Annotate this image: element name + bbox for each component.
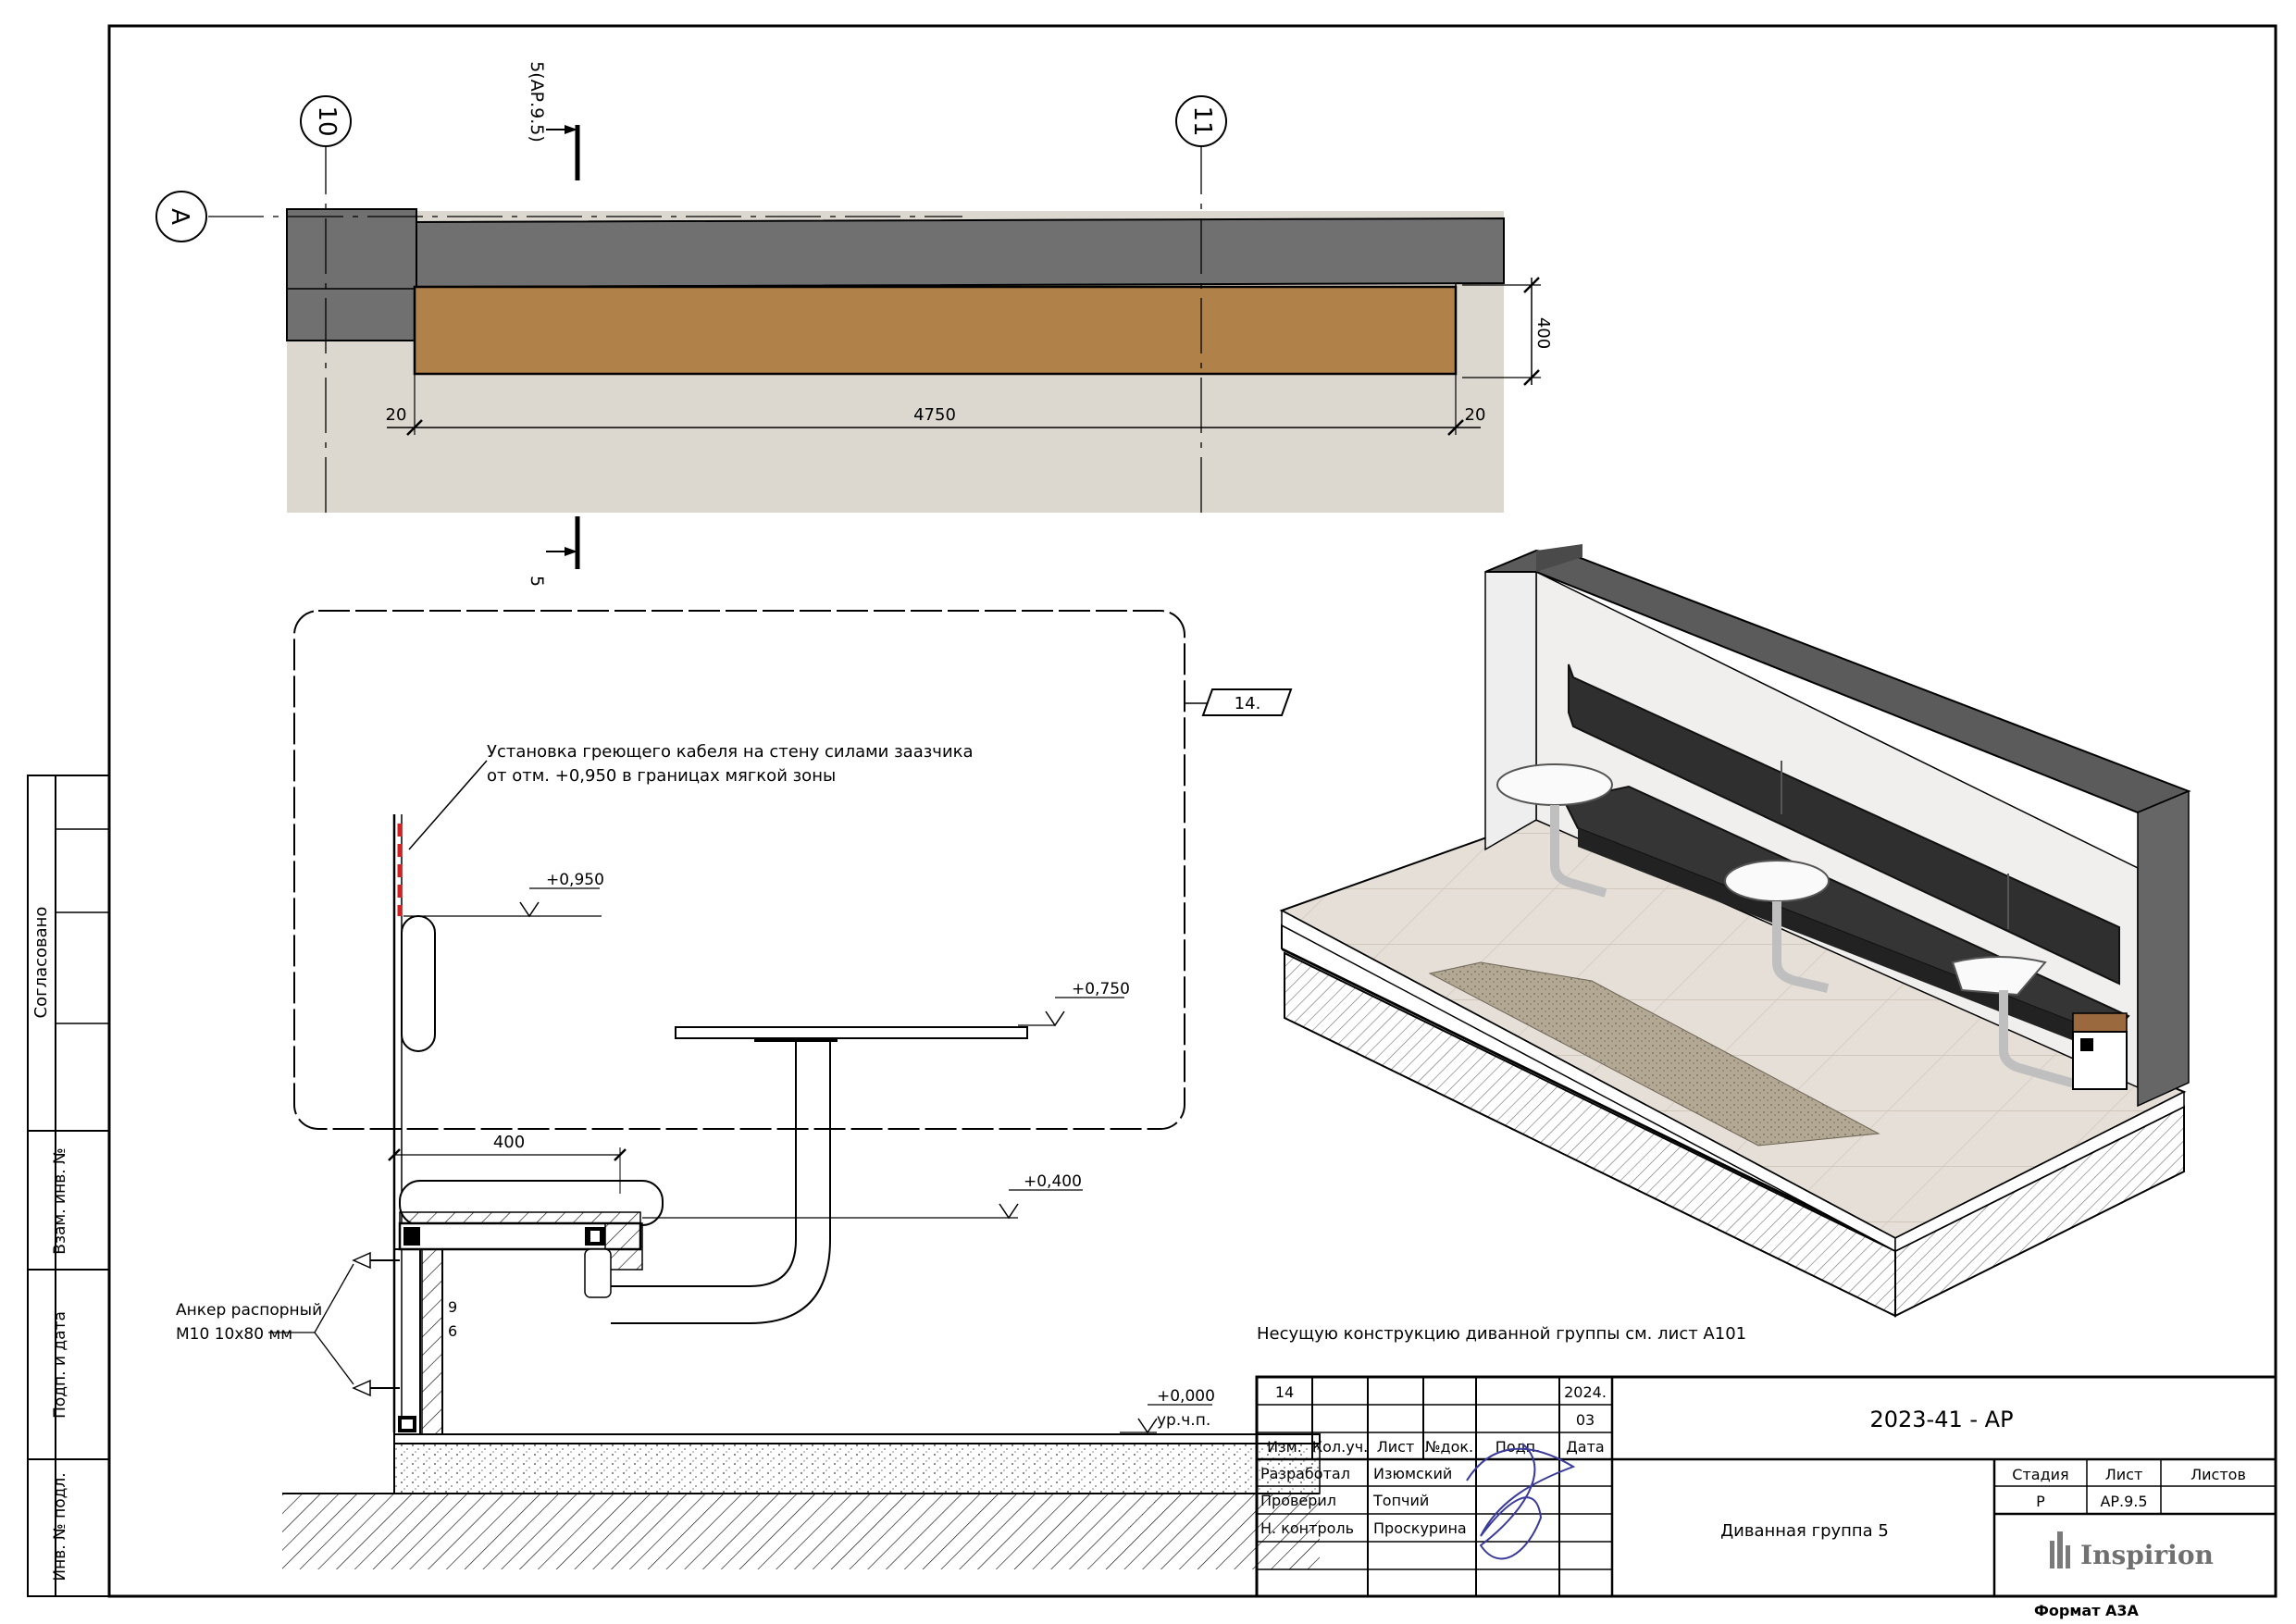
tb-name-1: Изюмский — [1373, 1465, 1452, 1482]
axis-label-a: А — [166, 208, 193, 225]
stamp-vzam: Взам. инв. № — [51, 1147, 69, 1254]
iso-table-1 — [1496, 763, 1613, 806]
dim-6: 6 — [448, 1322, 457, 1340]
tb-project-code: 2023-41 - АР — [1869, 1407, 2013, 1432]
left-stamp: Согласовано Взам. инв. № Подп. и дата Ин… — [27, 775, 110, 1597]
tb-role-3: Н. контроль — [1260, 1519, 1354, 1537]
tb-date-line1: 2024. — [1564, 1383, 1607, 1401]
anchor-note-line2: М10 10х80 мм — [176, 1325, 292, 1344]
section-ref-top: 5(АР.9.5) — [527, 61, 547, 143]
tb-date-line2: 03 — [1576, 1411, 1595, 1429]
table-leg — [611, 1042, 797, 1287]
dim-9: 9 — [448, 1298, 457, 1316]
tb-sheet-label: Лист — [2105, 1466, 2143, 1483]
level-0750: +0,750 — [1072, 980, 1130, 998]
level-0400: +0,400 — [1024, 1172, 1082, 1191]
tb-sheets-label: Листов — [2191, 1466, 2246, 1483]
section-view: 14. Установка греющего кабеля на стену с… — [176, 610, 1321, 1569]
plan-dim-length: 4750 — [913, 405, 956, 425]
iso-table-3 — [1951, 956, 2047, 997]
back-cushions — [1568, 663, 2120, 986]
tb-header-list: Лист — [1377, 1438, 1415, 1456]
tb-role-1: Разработал — [1260, 1465, 1350, 1482]
plan-dim-left: 20 — [386, 405, 407, 425]
iso-table-2 — [1724, 860, 1830, 902]
axis-bubble-10 — [300, 95, 352, 147]
section-ref-bottom: 5 — [527, 576, 547, 587]
tb-stage-value: Р — [2036, 1493, 2045, 1510]
tb-header-kol: Кол.уч. — [1312, 1438, 1368, 1456]
stamp-soglasovano: Согласовано — [31, 907, 51, 1019]
table-top — [675, 1026, 1028, 1039]
tb-sheet-value: АР.9.5 — [2100, 1493, 2147, 1510]
tb-format: Формат А3А — [2034, 1602, 2140, 1619]
plan-view: 10 11 А 5(АР.9.5) 5 20 4750 20 400 — [155, 61, 1553, 587]
floor-finish — [393, 1433, 1321, 1444]
seat-width-dim: 400 — [493, 1133, 525, 1152]
axis-bubble-a — [155, 191, 207, 242]
tb-rev-number: 14 — [1275, 1383, 1294, 1401]
tb-header-data: Дата — [1566, 1438, 1604, 1456]
structure-note: Несущую конструкцию диванной группы см. … — [1257, 1324, 1746, 1344]
revision-cloud — [293, 610, 1185, 1130]
stamp-podp-data: Подп. и дата — [51, 1311, 69, 1419]
revision-tag-label: 14. — [1235, 694, 1261, 713]
level-0000: +0,000 — [1157, 1387, 1215, 1406]
tb-header-doc: №док. — [1425, 1438, 1473, 1456]
stamp-inv: Инв. № подл. — [51, 1472, 69, 1581]
back-cushion — [401, 915, 436, 1052]
plan-dim-right: 20 — [1465, 405, 1486, 425]
signature — [1466, 1443, 1576, 1560]
title-block: 14 2024. 03 Изм. Кол.уч. Лист №док. Подп… — [1255, 1375, 2277, 1619]
tb-sheet-title: Диванная группа 5 — [1720, 1521, 1889, 1541]
tb-name-2: Топчий — [1372, 1492, 1429, 1509]
plan-dim-depth: 400 — [1533, 317, 1553, 349]
axis-label-10: 10 — [313, 105, 341, 136]
floor-slab — [282, 1494, 1320, 1569]
level-0000-sub: ур.ч.п. — [1157, 1411, 1210, 1430]
tb-header-izm: Изм. — [1267, 1438, 1302, 1456]
axis-label-11: 11 — [1188, 105, 1216, 136]
heating-note-line2: от отм. +0,950 в границах мягкой зоны — [487, 766, 836, 786]
level-0950: +0,950 — [546, 871, 604, 889]
tb-role-2: Проверил — [1260, 1492, 1336, 1509]
heating-note-line1: Установка греющего кабеля на стену силам… — [487, 742, 974, 762]
tb-stage-label: Стадия — [2012, 1466, 2068, 1483]
company-logo: Inspirion — [2050, 1531, 2214, 1570]
tb-header-podp: Подп. — [1496, 1438, 1540, 1456]
anchor-note-line1: Анкер распорный — [176, 1301, 322, 1320]
revision-tag — [1201, 688, 1293, 716]
axis-bubble-11 — [1175, 95, 1227, 147]
tb-name-3: Проскурина — [1373, 1519, 1467, 1537]
isometric-view — [1279, 544, 2191, 1318]
sand-bed — [1428, 961, 1880, 1147]
plan-seat — [413, 285, 1458, 376]
company-name: Inspirion — [2080, 1540, 2214, 1570]
